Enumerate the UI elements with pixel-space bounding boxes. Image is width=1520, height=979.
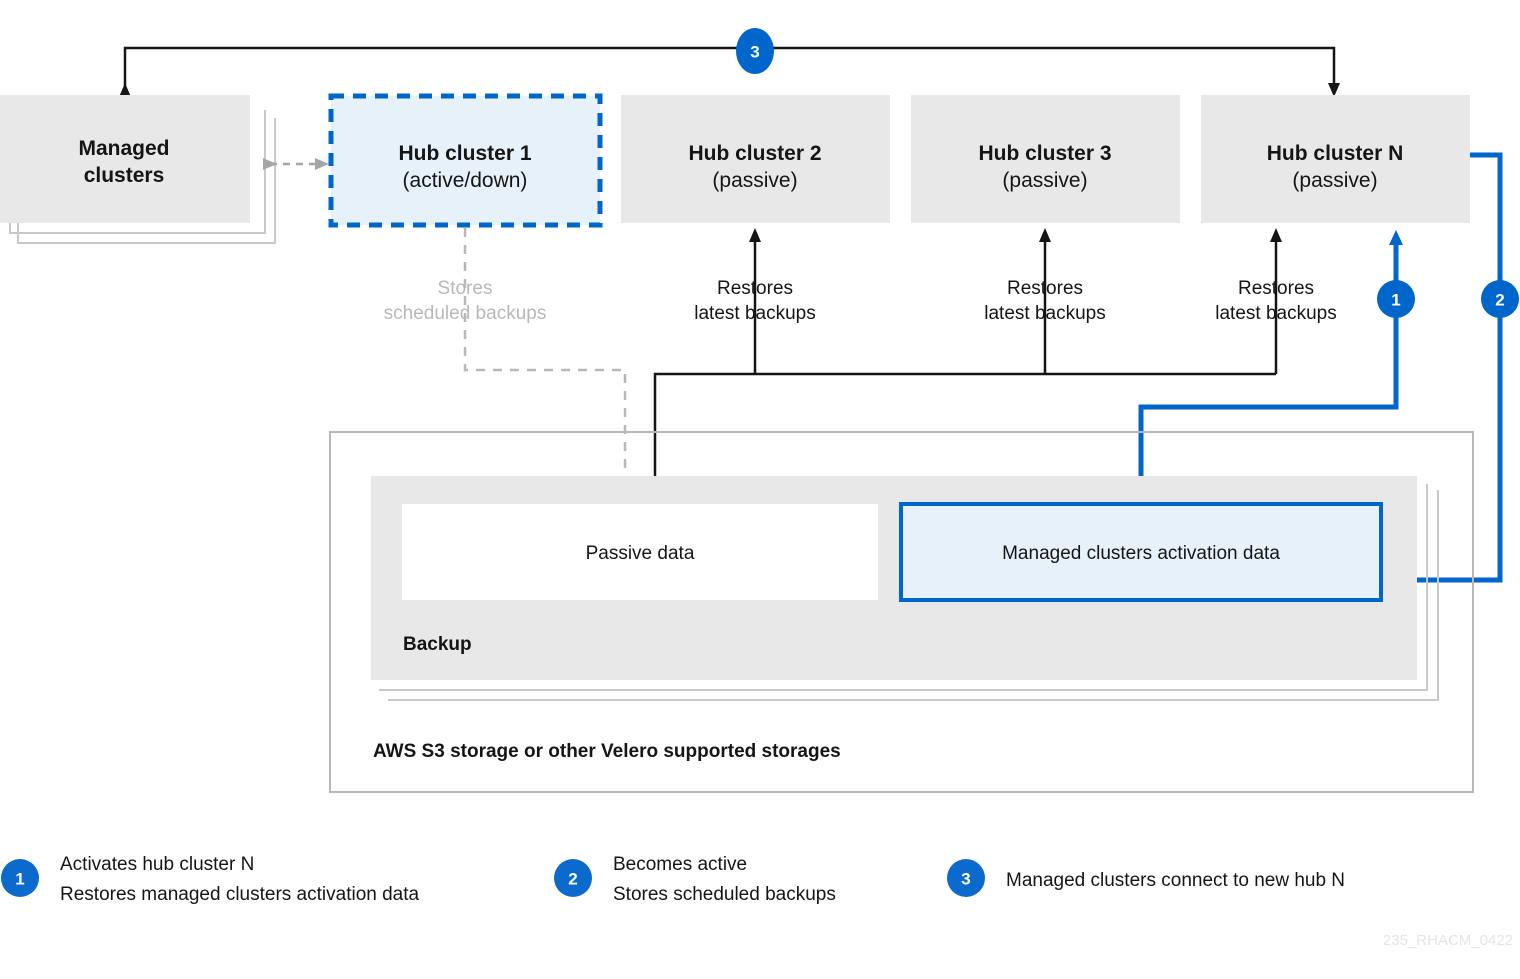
legend-2-line2: Stores scheduled backups: [613, 884, 836, 905]
badge-1-number: 1: [1391, 291, 1400, 310]
stores-label-line2: scheduled backups: [384, 303, 547, 324]
hub-cluster-2-title: Hub cluster 2: [688, 142, 821, 165]
passive-data-label: Passive data: [586, 543, 695, 564]
backup-label: Backup: [403, 634, 472, 655]
top-bidirectional-arrow: [119, 46, 1340, 97]
backup-stack-layer-1: [379, 484, 1428, 691]
restores-hubn-line1: Restores: [1238, 278, 1314, 299]
managed-clusters-group[interactable]: Managed clusters: [0, 95, 276, 244]
restore-trunk-group: Restores latest backups Restores latest …: [653, 228, 1337, 505]
step-badge-3: 3: [736, 28, 774, 74]
hubn-to-activation-data-arrow: [1396, 152, 1503, 587]
legend-3-line1: Managed clusters connect to new hub N: [1006, 870, 1345, 891]
hub-cluster-2-box[interactable]: [621, 95, 890, 223]
badge-3-circle: [736, 28, 774, 74]
activation-data-box[interactable]: [899, 502, 1383, 602]
managed-clusters-title-line1: Managed: [78, 137, 169, 160]
legend-1-line1: Activates hub cluster N: [60, 854, 254, 875]
stores-scheduled-backups-path: Stores scheduled backups: [384, 228, 631, 494]
managed-clusters-title-line2: clusters: [84, 164, 165, 187]
blue-path-step-2: [1396, 152, 1503, 587]
hub-cluster-1-state: (active/down): [403, 169, 528, 192]
storage-container-box[interactable]: [329, 431, 1474, 793]
legend-3-number: 3: [961, 870, 970, 889]
watermark-label: 235_RHACM_0422: [1383, 932, 1513, 949]
legend-2-badge: [554, 859, 592, 897]
hub-cluster-n-group[interactable]: Hub cluster N (passive): [1201, 95, 1470, 223]
storage-container-group[interactable]: AWS S3 storage or other Velero supported…: [329, 431, 1474, 793]
hub-cluster-1-box[interactable]: [328, 93, 603, 228]
passive-data-box[interactable]: [402, 504, 878, 600]
hub-cluster-n-title: Hub cluster N: [1267, 142, 1404, 165]
legend-1-number: 1: [15, 870, 24, 889]
hub-cluster-2-group[interactable]: Hub cluster 2 (passive): [621, 95, 890, 223]
managed-clusters-box[interactable]: [0, 95, 250, 223]
hub1-to-backup-dashed-arrow: [463, 228, 631, 494]
legend-1-badge: [1, 859, 39, 897]
legend-item-1: 1 Activates hub cluster N Restores manag…: [1, 854, 420, 905]
legend-1-line2: Restores managed clusters activation dat…: [60, 884, 420, 905]
legend-3-badge: [947, 859, 985, 897]
restore-trunk-line: [653, 372, 1276, 505]
hub-cluster-3-group[interactable]: Hub cluster 3 (passive): [911, 95, 1180, 223]
badge-3-number: 3: [750, 43, 759, 62]
legend-2-number: 2: [568, 870, 577, 889]
hub-cluster-3-title: Hub cluster 3: [978, 142, 1111, 165]
blue-path-step-1: [1138, 230, 1403, 492]
badge-2-circle: [1481, 280, 1519, 318]
restores-hubn-line2: latest backups: [1215, 303, 1336, 324]
hub-cluster-n-box[interactable]: [1201, 95, 1470, 223]
legend-item-3: 3 Managed clusters connect to new hub N: [947, 859, 1345, 897]
activation-data-to-hubn-arrow: [1138, 230, 1403, 492]
restores-hub2-line2: latest backups: [694, 303, 815, 324]
hub-cluster-1-group[interactable]: Hub cluster 1 (active/down): [328, 93, 603, 228]
backup-group[interactable]: Backup Passive data Managed clusters act…: [371, 476, 1439, 701]
restores-hub3-line2: latest backups: [984, 303, 1105, 324]
badge-2-number: 2: [1495, 291, 1504, 310]
legend-item-2: 2 Becomes active Stores scheduled backup…: [554, 854, 836, 905]
restores-hub2-line1: Restores: [717, 278, 793, 299]
step-badge-2: 2: [1481, 280, 1519, 318]
activation-data-label: Managed clusters activation data: [1002, 543, 1280, 564]
storage-container-label: AWS S3 storage or other Velero supported…: [373, 741, 841, 762]
step-badge-1: 1: [1377, 280, 1415, 318]
stores-label-line1: Stores: [438, 278, 493, 299]
hub-cluster-1-title: Hub cluster 1: [398, 142, 531, 165]
hub-cluster-3-state: (passive): [1002, 169, 1087, 192]
backup-stack-layer-2: [388, 490, 1439, 701]
restores-hub3-line1: Restores: [1007, 278, 1083, 299]
legend-2-line1: Becomes active: [613, 854, 747, 875]
badge-1-circle: [1377, 280, 1415, 318]
hub-cluster-n-state: (passive): [1292, 169, 1377, 192]
hub-cluster-3-box[interactable]: [911, 95, 1180, 223]
hub-cluster-2-state: (passive): [712, 169, 797, 192]
connector-step-3: [119, 46, 1340, 97]
